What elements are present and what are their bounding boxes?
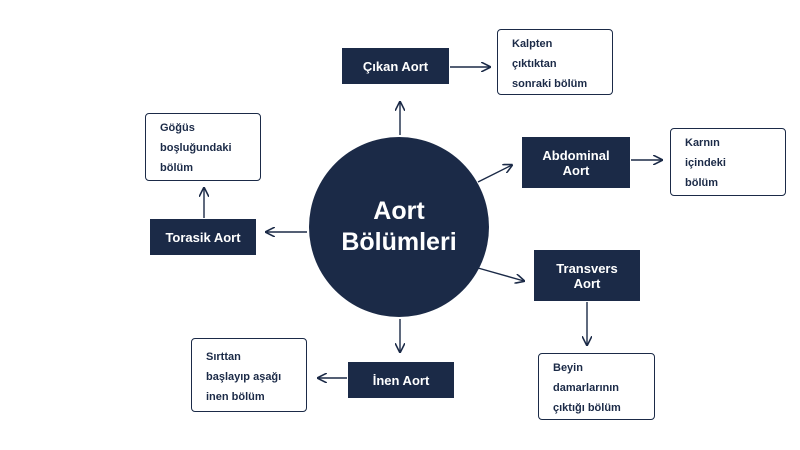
transvers-aort-label-line2: Aort [573,275,601,291]
description-line: bölüm [160,162,193,174]
description-line: bölüm [685,177,718,189]
transvers-aort-box: Transvers Aort [534,250,640,301]
transvers-aort-label-line1: Transvers [556,260,618,276]
description-line: çıktıktan [512,58,557,70]
torasik-aort-box: Torasik Aort [150,219,256,255]
cikan-aort-description: Kalpten çıktıktan sonraki bölüm [497,29,613,95]
torasik-aort-label: Torasik Aort [165,229,241,245]
description-line: Beyin [553,362,583,374]
description-line: Göğüs [160,122,195,134]
center-title-line1: Aort [373,197,425,225]
description-line: sonraki bölüm [512,78,588,90]
description-line: inen bölüm [206,391,265,403]
description-line: içindeki [685,157,726,169]
cikan-aort-label: Çıkan Aort [362,58,429,74]
transvers-aort-description: Beyin damarlarının çıktığı bölüm [538,353,655,420]
inen-aort-box: İnen Aort [348,362,454,398]
center-title-line2: Bölümleri [341,228,457,256]
description-line: Karnın [685,137,720,149]
arrow-center-to-abdominal [477,165,512,183]
description-line: Sırttan [206,351,241,363]
abdominal-aort-label-line2: Aort [562,162,590,178]
inen-aort-description: Sırttan başlayıp aşağı inen bölüm [191,338,307,412]
description-line: Kalpten [512,38,553,50]
abdominal-aort-label-line1: Abdominal [542,147,610,163]
inen-aort-label: İnen Aort [372,372,430,388]
center-circle: Aort Bölümleri [309,137,489,317]
description-line: damarlarının [553,382,620,394]
description-line: başlayıp aşağı [206,371,282,383]
torasik-aort-description: Göğüs boşluğundaki bölüm [145,113,261,181]
description-line: çıktığı bölüm [553,402,621,414]
abdominal-aort-description: Karnın içindeki bölüm [670,128,786,196]
abdominal-aort-box: Abdominal Aort [522,137,630,188]
description-line: boşluğundaki [160,142,232,154]
cikan-aort-box: Çıkan Aort [342,48,449,84]
arrow-center-to-transvers [477,267,524,281]
